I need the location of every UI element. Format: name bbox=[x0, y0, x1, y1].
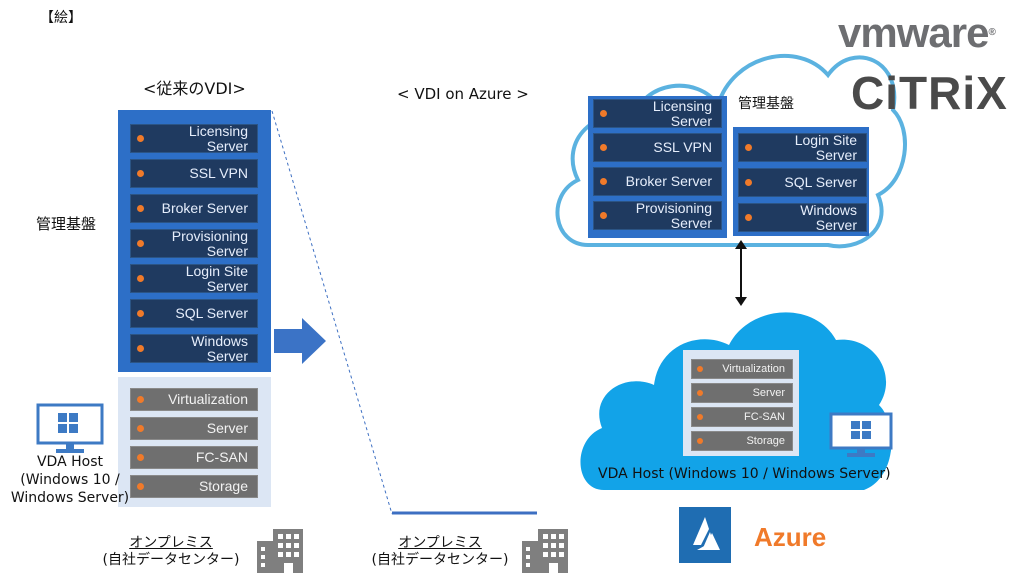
right-mgmt-ssl-vpn: SSL VPN bbox=[593, 133, 722, 162]
right-mgmt-windows-server: Windows Server bbox=[738, 202, 867, 232]
left-mgmt-sql-server: SQL Server bbox=[130, 299, 258, 328]
left-host-server: Server bbox=[130, 417, 258, 440]
left-host-virtualization: Virtualization bbox=[130, 388, 258, 411]
header-tag: 【絵】 bbox=[40, 10, 82, 26]
left-host-storage: Storage bbox=[130, 475, 258, 498]
middle-onprem-sub: (自社データセンター) bbox=[371, 552, 509, 568]
right-mgmt-licensing-server: Licensing Server bbox=[593, 98, 722, 128]
left-mgmt-ssl-vpn: SSL VPN bbox=[130, 159, 258, 188]
migration-arrow-icon bbox=[274, 318, 326, 364]
azure-logo-icon bbox=[679, 507, 731, 563]
right-mgmt-provisioning-server: Provisioning Server bbox=[593, 200, 722, 230]
right-mgmt-label: 管理基盤 bbox=[738, 96, 794, 112]
left-vda-label: VDA Host (Windows 10 / Windows Server) bbox=[10, 454, 130, 506]
left-onprem-title: オンプレミス bbox=[129, 535, 213, 551]
left-title: <従来のVDI> bbox=[143, 79, 246, 98]
right-mgmt-login-site-server: Login Site Server bbox=[738, 132, 867, 162]
left-mgmt-windows-server: Windows Server bbox=[130, 333, 258, 363]
left-building-icon bbox=[257, 529, 303, 573]
right-host-virtualization: Virtualization bbox=[691, 359, 793, 379]
left-host-fc-san: FC-SAN bbox=[130, 446, 258, 469]
right-host-fc-san: FC-SAN bbox=[691, 407, 793, 427]
right-title: < VDI on Azure > bbox=[397, 85, 529, 103]
right-mgmt-sql-server: SQL Server bbox=[738, 168, 867, 197]
right-host-storage: Storage bbox=[691, 431, 793, 451]
middle-onprem-title: オンプレミス bbox=[398, 535, 482, 551]
right-monitor-icon bbox=[829, 412, 893, 457]
left-onprem: オンプレミス (自社データセンター) bbox=[96, 535, 246, 569]
right-vda-label: VDA Host (Windows 10 / Windows Server) bbox=[598, 466, 891, 482]
left-monitor-icon bbox=[36, 403, 104, 453]
left-mgmt-broker-server: Broker Server bbox=[130, 194, 258, 223]
vmware-logo-text: vmware bbox=[838, 9, 989, 56]
left-onprem-sub: (自社データセンター) bbox=[102, 552, 240, 568]
middle-onprem: オンプレミス (自社データセンター) bbox=[360, 535, 520, 569]
azure-label: Azure bbox=[754, 522, 827, 552]
right-host-server: Server bbox=[691, 383, 793, 403]
right-mgmt-broker-server: Broker Server bbox=[593, 167, 722, 196]
left-mgmt-licensing-server: Licensing Server bbox=[130, 123, 258, 153]
middle-building-icon bbox=[522, 529, 568, 573]
left-mgmt-provisioning-server: Provisioning Server bbox=[130, 228, 258, 258]
double-arrow-icon bbox=[735, 240, 747, 306]
left-mgmt-login-site-server: Login Site Server bbox=[130, 263, 258, 293]
citrix-logo: CiTRiX bbox=[851, 67, 1008, 119]
vmware-logo: vmware® bbox=[838, 9, 996, 56]
left-mgmt-label: 管理基盤 bbox=[36, 215, 97, 233]
